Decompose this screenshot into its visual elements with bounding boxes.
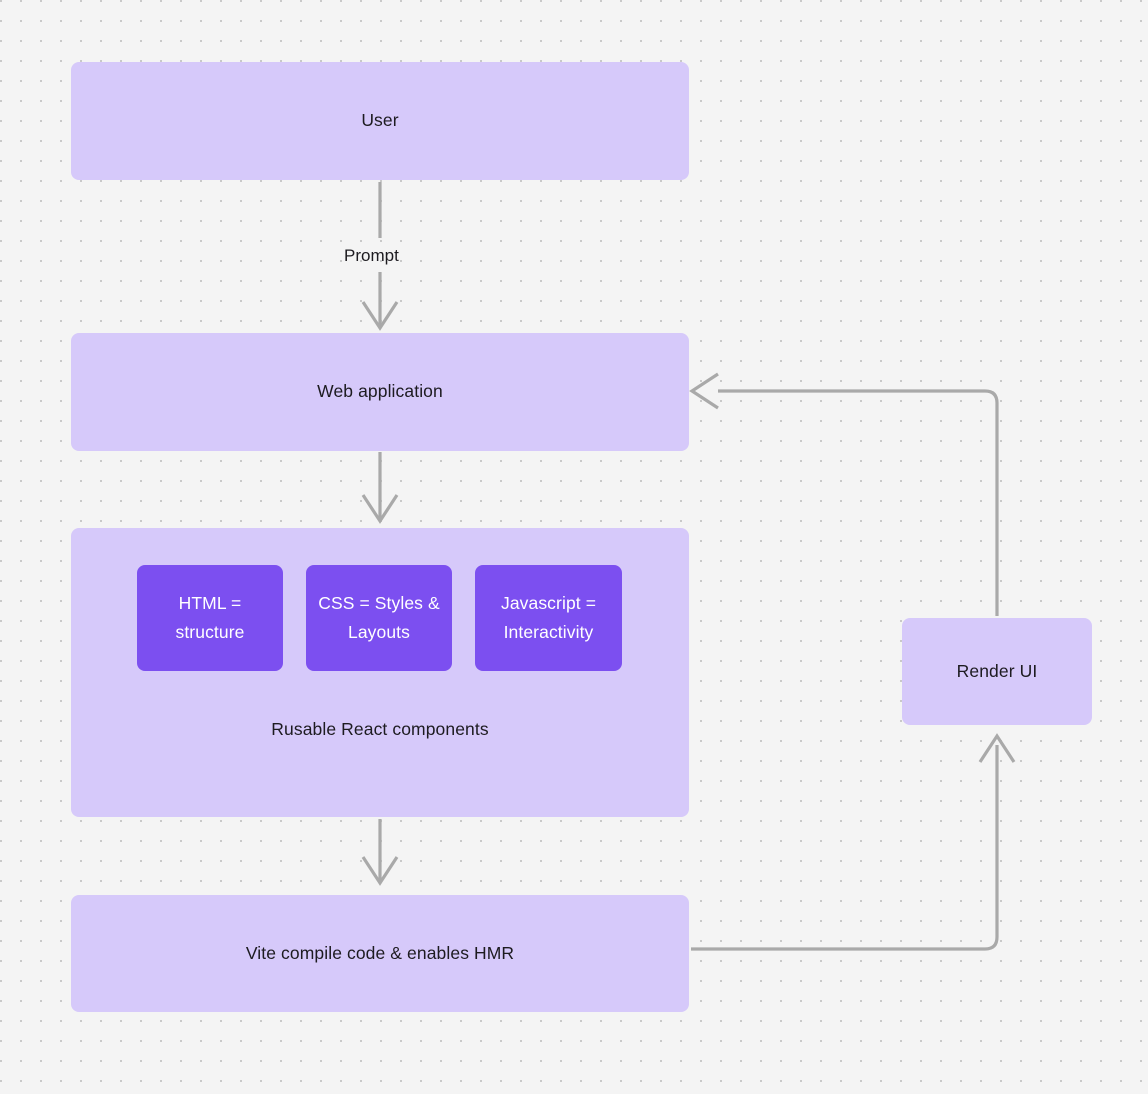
inner-node-css-label: CSS = Styles & Layouts	[318, 593, 440, 642]
edge-vite-to-render	[691, 745, 999, 951]
node-render-ui-label: Render UI	[956, 660, 1038, 681]
node-web-application[interactable]: Web application	[71, 333, 689, 451]
arrowhead-container-to-vite	[361, 856, 399, 886]
node-user-label: User	[361, 110, 399, 131]
edge-label-prompt: Prompt	[344, 246, 399, 265]
node-react-components-container[interactable]: HTML = structure CSS = Styles & Layouts …	[71, 528, 689, 817]
arrowhead-prompt-to-webapp	[361, 301, 399, 331]
inner-node-html-label: HTML = structure	[175, 593, 245, 642]
inner-node-javascript[interactable]: Javascript = Interactivity	[475, 565, 622, 671]
inner-node-html[interactable]: HTML = structure	[137, 565, 283, 671]
node-vite-label: Vite compile code & enables HMR	[245, 942, 515, 963]
node-web-application-label: Web application	[317, 381, 443, 402]
arrowhead-webapp-to-container	[361, 494, 399, 524]
inner-node-row: HTML = structure CSS = Styles & Layouts …	[137, 565, 623, 671]
arrowhead-vite-to-render	[978, 733, 1016, 763]
node-vite[interactable]: Vite compile code & enables HMR	[71, 895, 689, 1012]
node-render-ui[interactable]: Render UI	[902, 618, 1092, 725]
edge-render-to-webapp	[718, 389, 999, 616]
node-user[interactable]: User	[71, 62, 689, 180]
inner-node-css[interactable]: CSS = Styles & Layouts	[306, 565, 452, 671]
inner-node-javascript-label: Javascript = Interactivity	[500, 593, 597, 642]
arrowhead-render-to-webapp	[689, 372, 719, 410]
container-caption: Rusable React components	[271, 719, 489, 739]
